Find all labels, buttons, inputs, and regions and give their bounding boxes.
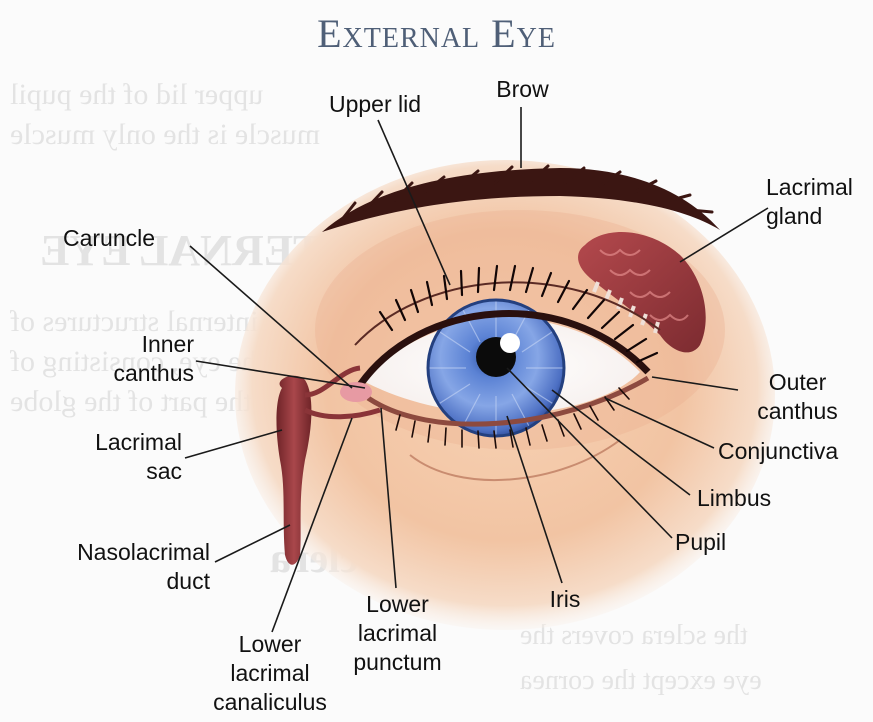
label-lower-punctum-line2: lacrimal: [335, 619, 460, 648]
label-limbus: Limbus: [697, 484, 771, 513]
label-iris: Iris: [540, 585, 590, 614]
label-lower-punctum-line1: Lower: [335, 590, 460, 619]
label-inner-canthus-line1: Inner: [60, 330, 194, 359]
label-lacrimal-sac-line2: sac: [60, 457, 182, 486]
label-brow: Brow: [475, 75, 570, 104]
label-inner-canthus: Inner canthus: [60, 330, 194, 388]
label-brow-text: Brow: [475, 75, 570, 104]
label-outer-canthus-line2: canthus: [735, 397, 860, 426]
label-outer-canthus: Outer canthus: [735, 368, 860, 426]
label-lacrimal-sac: Lacrimal sac: [60, 428, 182, 486]
label-nasolacrimal-duct: Nasolacrimal duct: [30, 538, 210, 596]
label-lower-canaliculus-line1: Lower: [185, 630, 355, 659]
label-lacrimal-gland: Lacrimal gland: [766, 173, 853, 231]
label-nasolacrimal-duct-line2: duct: [30, 567, 210, 596]
label-lacrimal-gland-line2: gland: [766, 202, 853, 231]
label-upper-lid-text: Upper lid: [305, 90, 445, 119]
label-caruncle-text: Caruncle: [63, 224, 155, 253]
label-nasolacrimal-duct-line1: Nasolacrimal: [30, 538, 210, 567]
label-caruncle: Caruncle: [63, 224, 155, 253]
pupil-highlight: [500, 333, 520, 353]
label-lower-canaliculus-line2: lacrimal: [185, 659, 355, 688]
label-lacrimal-gland-line1: Lacrimal: [766, 173, 853, 202]
leader-nasolacrimal-duct: [215, 525, 290, 562]
label-lower-canaliculus-line3: canaliculus: [185, 688, 355, 717]
label-outer-canthus-line1: Outer: [735, 368, 860, 397]
label-lacrimal-sac-line1: Lacrimal: [60, 428, 182, 457]
label-iris-text: Iris: [540, 585, 590, 614]
label-inner-canthus-line2: canthus: [60, 359, 194, 388]
label-conjunctiva-text: Conjunctiva: [718, 437, 838, 466]
label-lower-lacrimal-canaliculus: Lower lacrimal canaliculus: [185, 630, 355, 717]
label-lower-punctum-line3: punctum: [335, 648, 460, 677]
label-conjunctiva: Conjunctiva: [718, 437, 838, 466]
label-lower-lacrimal-punctum: Lower lacrimal punctum: [335, 590, 460, 677]
label-pupil-text: Pupil: [675, 528, 726, 557]
label-upper-lid: Upper lid: [305, 90, 445, 119]
label-limbus-text: Limbus: [697, 484, 771, 513]
label-pupil: Pupil: [675, 528, 726, 557]
page-title: External Eye: [0, 10, 873, 57]
